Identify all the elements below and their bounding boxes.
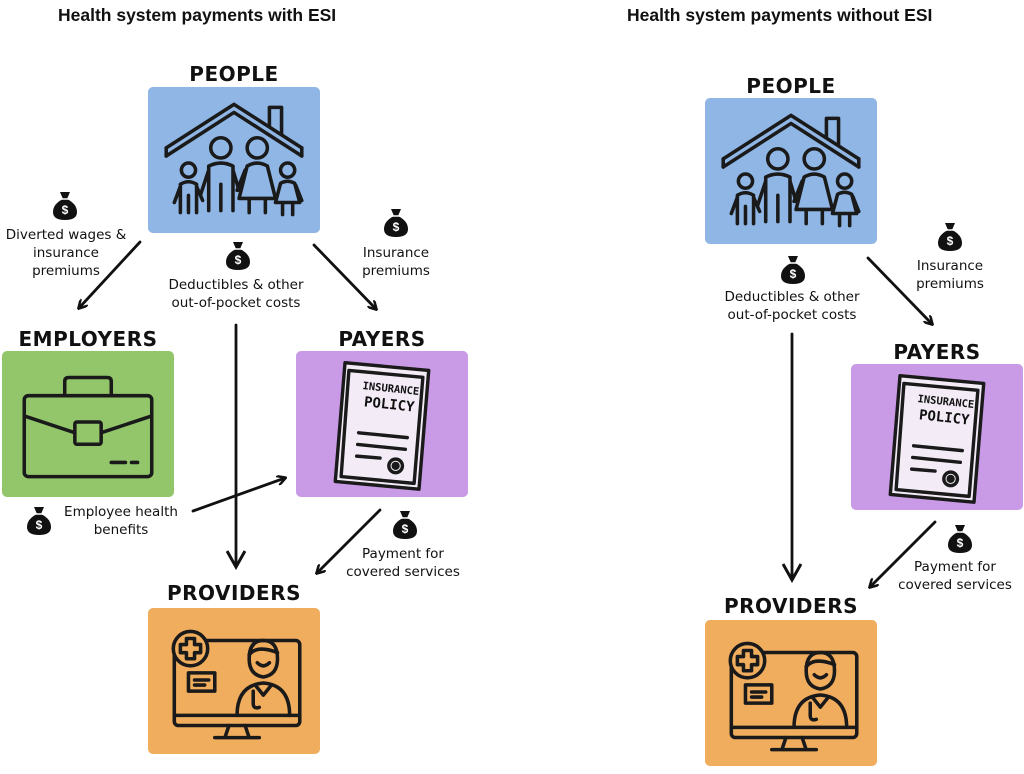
money-bag-icon: $ xyxy=(381,207,411,239)
flow-label-line: premiums xyxy=(362,263,430,279)
flow-label-line: premiums xyxy=(916,276,984,292)
flow-label-payment-covered: Payment for covered services xyxy=(886,558,1024,594)
flow-label-line: out-of-pocket costs xyxy=(171,295,301,311)
node-label-employers: EMPLOYERS xyxy=(18,327,158,351)
money-bag-icon: $ xyxy=(24,505,54,537)
payers-tile: INSURANCE POLICY xyxy=(851,364,1023,510)
flow-label-line: Employee health xyxy=(64,504,178,520)
flow-label-line: Deductibles & other xyxy=(168,277,304,293)
flow-label-line: Payment for xyxy=(362,546,444,562)
panel-title-without-esi: Health system payments without ESI xyxy=(627,5,933,25)
svg-text:$: $ xyxy=(402,522,409,536)
insurance-policy-icon xyxy=(851,364,1023,510)
providers-tile xyxy=(148,608,320,754)
flow-label-insurance-premiums: Insurance premiums xyxy=(898,257,1002,293)
arrow-employers-to-payers xyxy=(191,478,285,513)
arrow-people-to-payers xyxy=(312,243,376,309)
arrow-payers-to-providers xyxy=(317,508,382,573)
svg-text:$: $ xyxy=(790,267,797,281)
telehealth-doctor-icon xyxy=(148,608,320,754)
flow-label-line: Payment for xyxy=(914,559,996,575)
briefcase-icon xyxy=(2,351,174,497)
node-label-providers: PROVIDERS xyxy=(723,594,858,618)
providers-tile xyxy=(705,620,877,766)
arrow-people-to-employers xyxy=(79,240,142,308)
node-label-payers: PAYERS xyxy=(893,340,981,364)
flow-label-deductibles: Deductibles & other out-of-pocket costs xyxy=(156,276,316,312)
flow-label-line: Diverted wages & xyxy=(5,227,127,243)
employers-tile xyxy=(2,351,174,497)
flow-label-line: out-of-pocket costs xyxy=(727,307,857,323)
flow-label-diverted-wages: Diverted wages & insurance premiums xyxy=(0,226,132,280)
node-label-payers: PAYERS xyxy=(338,327,426,351)
svg-text:$: $ xyxy=(947,234,954,248)
money-bag-icon: $ xyxy=(935,221,965,253)
flow-label-line: Insurance xyxy=(362,245,430,261)
money-bag-icon: $ xyxy=(223,240,253,272)
flow-label-employee-benefits: Employee health benefits xyxy=(56,503,186,539)
flow-label-line: Insurance xyxy=(916,258,984,274)
policy-text: INSURANCE POLICY xyxy=(357,378,424,417)
arrow-payers-to-providers-2 xyxy=(870,520,937,587)
flow-label-deductibles: Deductibles & other out-of-pocket costs xyxy=(712,288,872,324)
svg-text:$: $ xyxy=(957,536,964,550)
svg-text:$: $ xyxy=(393,220,400,234)
flow-label-insurance-premiums: Insurance premiums xyxy=(344,244,448,280)
money-bag-icon: $ xyxy=(390,509,420,541)
node-label-people: PEOPLE xyxy=(189,62,279,86)
flow-label-payment-covered: Payment for covered services xyxy=(334,545,472,581)
flow-label-line: Deductibles & other xyxy=(724,289,860,305)
flow-label-line: insurance xyxy=(32,245,99,261)
insurance-policy-icon xyxy=(296,351,468,497)
panel-title-with-esi: Health system payments with ESI xyxy=(58,5,337,25)
money-bag-icon: $ xyxy=(945,523,975,555)
svg-text:$: $ xyxy=(235,253,242,267)
arrow-people-to-payers-2 xyxy=(866,256,932,324)
people-tile xyxy=(148,87,320,233)
flow-label-line: covered services xyxy=(898,577,1012,593)
svg-text:$: $ xyxy=(62,203,69,217)
money-bag-icon: $ xyxy=(50,190,80,222)
payers-tile: INSURANCE POLICY xyxy=(296,351,468,497)
svg-text:$: $ xyxy=(36,518,43,532)
family-house-icon xyxy=(148,87,320,233)
node-label-providers: PROVIDERS xyxy=(166,581,301,605)
family-house-icon xyxy=(705,98,877,244)
money-bag-icon: $ xyxy=(778,254,808,286)
policy-text: INSURANCE POLICY xyxy=(912,391,979,430)
flow-label-line: benefits xyxy=(93,522,149,538)
telehealth-doctor-icon xyxy=(705,620,877,766)
people-tile xyxy=(705,98,877,244)
flow-label-line: premiums xyxy=(32,263,100,279)
node-label-people: PEOPLE xyxy=(746,74,836,98)
flow-label-line: covered services xyxy=(346,564,460,580)
